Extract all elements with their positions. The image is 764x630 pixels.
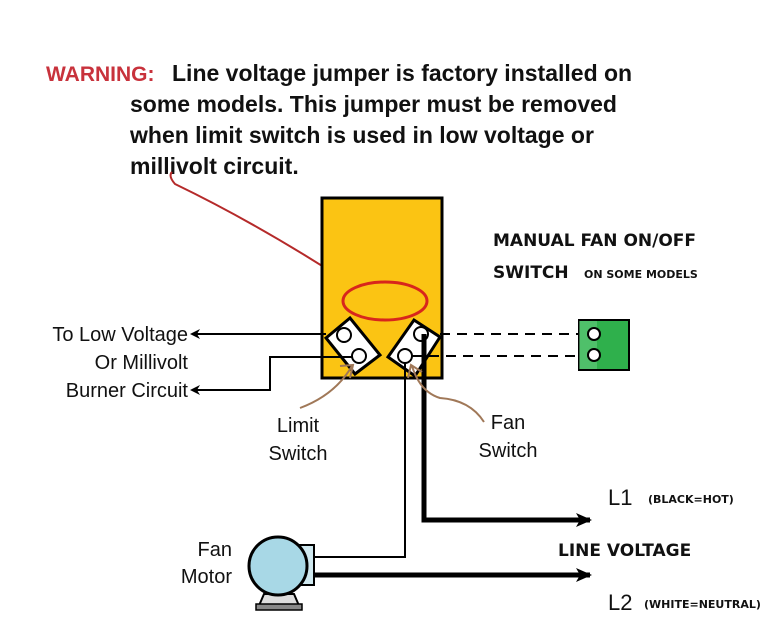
warning-line-3: when limit switch is used in low voltage…	[129, 122, 594, 148]
warning-line-1: Line voltage jumper is factory installed…	[172, 60, 632, 86]
fan-motor-label-line-1: Fan	[198, 539, 232, 561]
fan-switch-callout-head	[407, 363, 423, 379]
fan-switch-terminal-2	[397, 348, 413, 364]
burner-label-line-2: Or Millivolt	[95, 352, 189, 374]
l1-wire	[421, 334, 592, 527]
limit-switch	[323, 315, 383, 377]
fan-switch-label: Fan Switch	[479, 412, 538, 462]
manual-switch-title-line-1: MANUAL FAN ON/OFF	[493, 231, 696, 251]
fan-motor-label: Fan Motor	[181, 539, 232, 588]
manual-switch-terminal-1	[587, 327, 601, 341]
fan-switch-label-line-1: Fan	[491, 412, 525, 434]
warning-label: WARNING:	[46, 63, 155, 86]
burner-label-line-1: To Low Voltage	[52, 324, 188, 346]
fan-switch-callout	[411, 365, 485, 423]
manual-switch-label: MANUAL FAN ON/OFF SWITCH ON SOME MODELS	[493, 231, 698, 283]
line-voltage-title: LINE VOLTAGE	[558, 541, 691, 561]
fan-motor-label-line-2: Motor	[181, 566, 232, 588]
burner-wire-bottom	[190, 356, 352, 395]
fan-switch-label-line-2: Switch	[479, 440, 538, 462]
line-voltage-labels: L1 (BLACK=HOT) LINE VOLTAGE L2 (WHITE=NE…	[558, 485, 761, 615]
limit-switch-callout	[299, 365, 353, 409]
l1-note: (BLACK=HOT)	[648, 493, 734, 506]
motor-wire	[315, 362, 406, 558]
limit-switch-label: Limit Switch	[269, 415, 328, 465]
manual-fan-switch	[578, 319, 630, 371]
manual-switch-terminal-2	[587, 348, 601, 362]
manual-switch-note: ON SOME MODELS	[584, 268, 698, 281]
burner-label-line-3: Burner Circuit	[66, 380, 189, 402]
limit-switch-terminal-2	[351, 348, 367, 364]
motor-body	[247, 535, 309, 597]
l2-note: (WHITE=NEUTRAL)	[644, 598, 761, 611]
l1-label: L1	[608, 485, 632, 510]
fan-motor	[247, 535, 315, 611]
limit-switch-label-line-1: Limit	[277, 415, 320, 437]
jumper-ellipse	[341, 280, 429, 322]
warning-line-4: millivolt circuit.	[130, 153, 299, 179]
limit-switch-label-line-2: Switch	[269, 443, 328, 465]
burner-circuit-label: To Low Voltage Or Millivolt Burner Circu…	[52, 324, 188, 402]
l2-label: L2	[608, 590, 632, 615]
warning-pointer-arrow	[169, 171, 353, 286]
limit-switch-callout-head	[339, 363, 355, 379]
manual-switch-title-line-2: SWITCH	[493, 263, 569, 283]
warning-block: WARNING: Line voltage jumper is factory …	[46, 60, 632, 179]
warning-line-2: some models. This jumper must be removed	[130, 91, 617, 117]
limit-switch-terminal-1	[336, 327, 352, 343]
